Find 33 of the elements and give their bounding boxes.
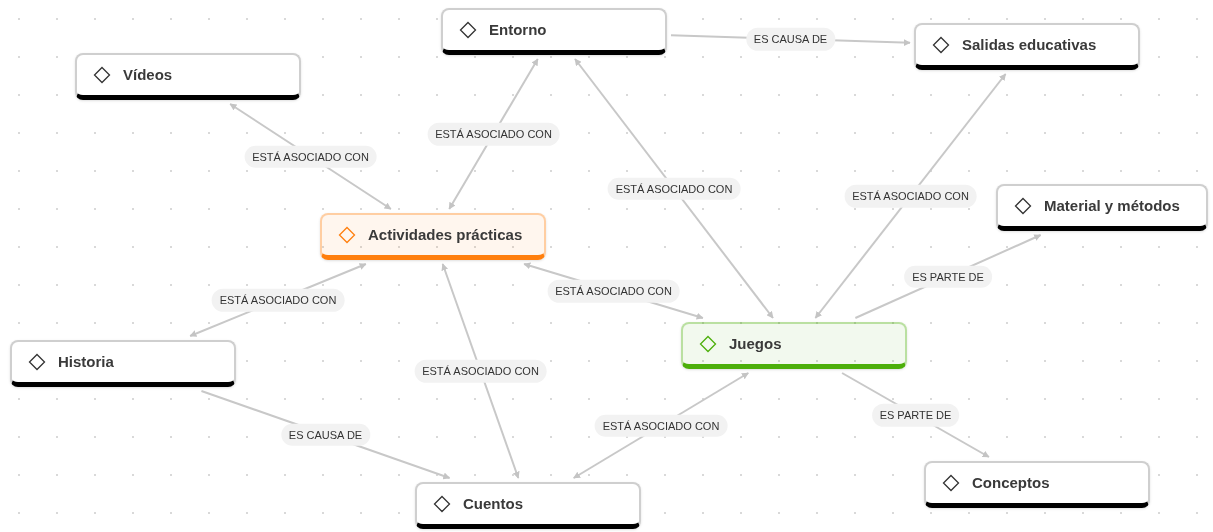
edge-label: ESTÁ ASOCIADO CON (244, 145, 377, 168)
edge-label: ES CAUSA DE (280, 423, 371, 446)
edge-label: ESTÁ ASOCIADO CON (594, 414, 728, 437)
edge-label: ESTÁ ASOCIADO CON (547, 279, 680, 303)
concept-title: Cuentos (463, 493, 523, 514)
concept-card (75, 53, 301, 100)
concept-title: Juegos (729, 333, 782, 354)
edge-label: ESTÁ ASOCIADO CON (211, 288, 345, 312)
edge-label: ES CAUSA DE (745, 27, 836, 51)
edge-label: ESTÁ ASOCIADO CON (607, 177, 741, 200)
edge-label: ES PARTE DE (871, 403, 960, 427)
edge-label: ESTÁ ASOCIADO CON (427, 122, 560, 146)
concept-card (320, 213, 546, 260)
edge-label: ES PARTE DE (904, 265, 992, 288)
concept-card (924, 461, 1150, 508)
edge-label: ESTÁ ASOCIADO CON (414, 359, 547, 383)
concept-title: Material y métodos (1044, 195, 1180, 216)
concept-title: Salidas educativas (962, 34, 1097, 55)
concept-title: Actividades prácticas (368, 224, 523, 245)
concept-card (914, 23, 1140, 70)
concept-title: Entorno (489, 19, 547, 40)
connector-arrow (574, 58, 774, 319)
connector-arrow (441, 263, 520, 479)
concept-card (415, 482, 641, 529)
concept-card (441, 8, 667, 55)
concept-title: Vídeos (123, 64, 173, 85)
edge-label: ESTÁ ASOCIADO CON (844, 184, 977, 208)
concept-card (10, 340, 236, 387)
concept-card (996, 184, 1208, 231)
concept-title: Historia (58, 351, 114, 372)
concept-title: Conceptos (972, 472, 1050, 493)
concept-card (681, 322, 907, 369)
connector-arrow (814, 73, 1007, 319)
